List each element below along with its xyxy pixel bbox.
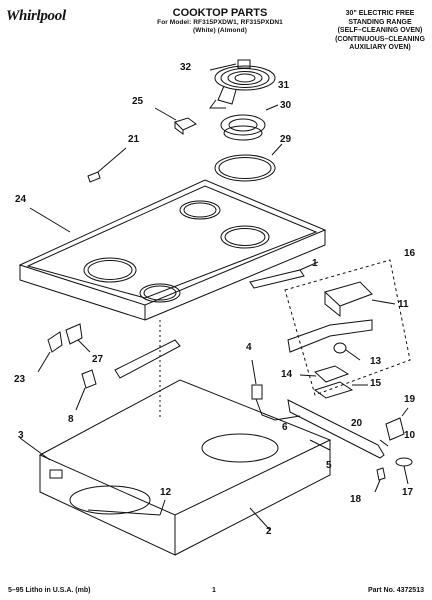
wire-connector-4 (251, 359, 276, 421)
leveling-foot-17 (395, 457, 413, 485)
hinge-rail-1 (249, 261, 319, 289)
callout-21: 21 (128, 134, 140, 145)
surface-element-31 (209, 65, 276, 109)
trim-ring-29 (214, 143, 283, 182)
color-line: (White) (Almond) (193, 27, 247, 34)
product-description: 30" ELECTRIC FREE STANDING RANGE (SELF–C… (334, 10, 426, 53)
callout-19: 19 (404, 394, 416, 405)
callout-27: 27 (92, 354, 104, 365)
bracket-23 (37, 331, 63, 373)
callout-17: 17 (402, 487, 414, 498)
callout-23: 23 (14, 374, 26, 385)
terminal-block-assembly-16 (284, 259, 411, 396)
desc-line-4: (CONTINUOUS–CLEANING (335, 35, 425, 43)
drip-bowl-30 (220, 104, 279, 141)
part-number: Part No. 4372513 (367, 587, 424, 594)
bracket-20 (287, 399, 389, 459)
desc-line-3: (SELF–CLEANING OVEN) (337, 27, 423, 34)
callout-8: 8 (68, 414, 74, 425)
cooktop-24 (18, 179, 327, 321)
litho-note: 5–95 Litho in U.S.A. (mb) (8, 587, 91, 594)
callout-32: 32 (180, 62, 192, 73)
callout-24: 24 (15, 194, 27, 205)
callout-4: 4 (246, 342, 252, 353)
callout-12: 12 (160, 487, 172, 498)
callout-6: 6 (282, 422, 288, 433)
bracket-13 (333, 342, 361, 361)
callout-29: 29 (280, 134, 292, 145)
brand-name: Whirlpool (6, 8, 66, 24)
receptacle-25 (154, 107, 197, 135)
burner-box-3 (19, 379, 332, 556)
clip-8 (75, 369, 97, 411)
callout-11: 11 (398, 299, 409, 310)
callout-16: 16 (404, 248, 416, 259)
page-title: COOKTOP PARTS For Model: RF315PXDW1, RF3… (140, 8, 300, 35)
callout-14: 14 (281, 369, 293, 380)
bracket-5 (309, 439, 331, 451)
screw-21 (87, 147, 127, 183)
callout-30: 30 (280, 100, 292, 111)
model-line: For Model: RF315PXDW1, RF315PXDN1 (157, 19, 283, 26)
callout-2: 2 (266, 526, 272, 537)
callout-31: 31 (278, 80, 290, 91)
callout-18: 18 (350, 494, 362, 505)
callout-20: 20 (351, 418, 363, 429)
desc-line-1: 30" ELECTRIC FREE (345, 10, 415, 17)
strain-relief-14-15 (299, 365, 368, 399)
screw-18 (374, 467, 386, 493)
terminal-block-11 (287, 281, 396, 353)
callout-10: 10 (404, 430, 416, 441)
callout-13: 13 (370, 356, 382, 367)
desc-line-5: AUXILIARY OVEN) (349, 44, 411, 51)
title-text: COOKTOP PARTS (172, 7, 268, 19)
callout-25: 25 (132, 96, 144, 107)
front-rail (114, 339, 181, 379)
callout-3: 3 (18, 430, 24, 441)
element-terminal-32 (209, 59, 251, 71)
callout-1: 1 (312, 258, 318, 269)
leveling-leg-19 (385, 407, 409, 441)
whirlpool-logo: Whirlpool (6, 8, 66, 32)
desc-line-2: STANDING RANGE (348, 18, 412, 26)
callout-15: 15 (370, 378, 382, 389)
clip-27 (65, 323, 91, 353)
callout-5: 5 (326, 460, 332, 471)
page-number: 1 (212, 587, 216, 594)
element-12 (87, 499, 166, 516)
